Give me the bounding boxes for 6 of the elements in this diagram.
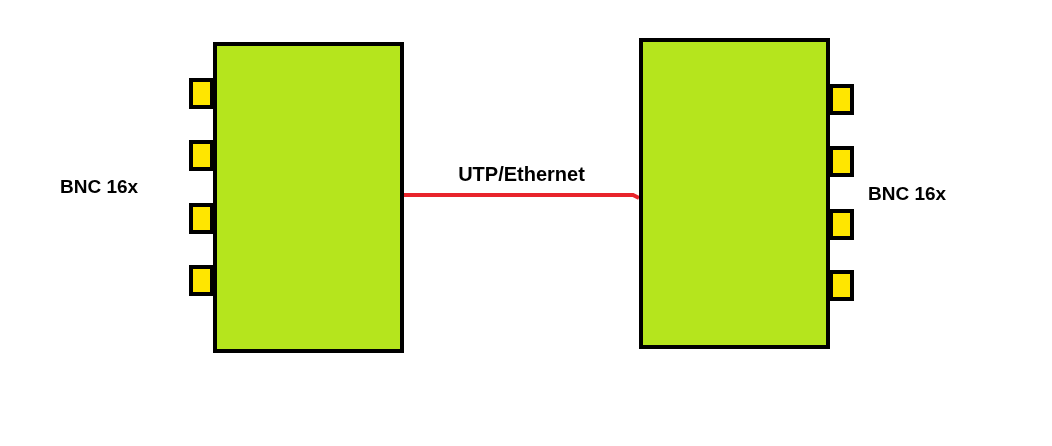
port-label: BNC 16x xyxy=(868,183,947,205)
device-box xyxy=(213,42,404,353)
port-label: BNC 16x xyxy=(60,176,139,198)
device-box xyxy=(639,38,830,349)
cable-line xyxy=(404,193,640,200)
edge-label: UTP/Ethernet xyxy=(458,163,585,186)
